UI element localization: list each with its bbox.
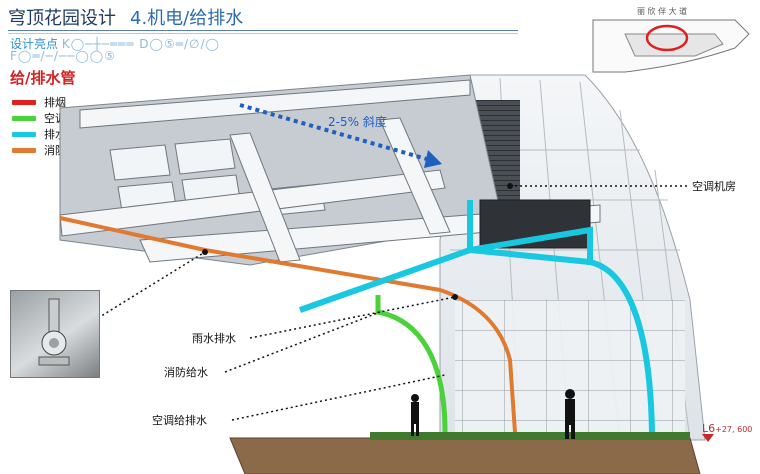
legend-swatch-drain: [12, 131, 36, 137]
key-plan: 丽 欣 伴 大 道: [585, 4, 755, 74]
section-heading: 给/排水管: [10, 69, 76, 87]
leader-dot: [507, 183, 513, 189]
level-code: L6: [702, 422, 716, 435]
level-marker-icon: [702, 434, 714, 442]
subtitle-code-2: F◯═/─/──◯◯⑤: [10, 49, 116, 63]
legend-swatch-ac: [12, 115, 36, 121]
legend-label: 排烟: [44, 96, 66, 109]
callout-rain-drain: 雨水排水: [190, 330, 238, 346]
leader-dot: [452, 294, 458, 300]
legend-item-smoke: 排烟: [12, 94, 66, 110]
key-plan-drawing: 丽 欣 伴 大 道: [592, 6, 750, 73]
ac-pipe: [375, 295, 448, 433]
fire-pipe: [59, 216, 517, 433]
title-text: 穹顶花园设计: [8, 8, 116, 29]
level-elevation: +27, 600: [715, 425, 753, 434]
callout-ac-room: 空调机房: [690, 178, 738, 194]
legend-swatch-smoke: [12, 99, 36, 105]
title-divider: [8, 30, 518, 31]
level-marker: L6+27, 600: [702, 422, 752, 435]
subtitle-code-1: K◯─┼─═══ D◯⑤═/∅/◯: [61, 37, 220, 51]
callout-ac-supply-drain: 空调给排水: [150, 412, 209, 428]
legend-swatch-fire: [12, 147, 36, 153]
person-figure: [565, 389, 575, 439]
slope-label: 2-5% 斜度: [328, 115, 387, 129]
valve-photo-inset: [10, 290, 100, 378]
section-title-text: 4.机电/给排水: [130, 8, 244, 29]
callout-fire-supply: 消防给水: [162, 364, 210, 380]
planting-deck: [229, 437, 701, 474]
valve-icon: [38, 298, 70, 366]
lawn-strip: [370, 432, 690, 440]
person-figure: [411, 394, 419, 436]
subtitle-label: 设计亮点: [10, 37, 59, 51]
subtitle-line-1: 设计亮点 K◯─┼─═══ D◯⑤═/∅/◯: [10, 35, 220, 52]
title-divider-secondary: [8, 33, 518, 34]
slope-arrowhead: [424, 150, 442, 168]
slope-arrow: [239, 103, 431, 162]
leader-lines: [97, 185, 688, 421]
leader-dot: [202, 249, 208, 255]
subtitle-line-2: F◯═/─/──◯◯⑤: [10, 49, 116, 63]
key-plan-label: 丽 欣 伴 大 道: [637, 6, 687, 16]
page-title: 穹顶花园设计 4.机电/给排水: [8, 4, 243, 30]
drain-pipe: [299, 200, 655, 433]
